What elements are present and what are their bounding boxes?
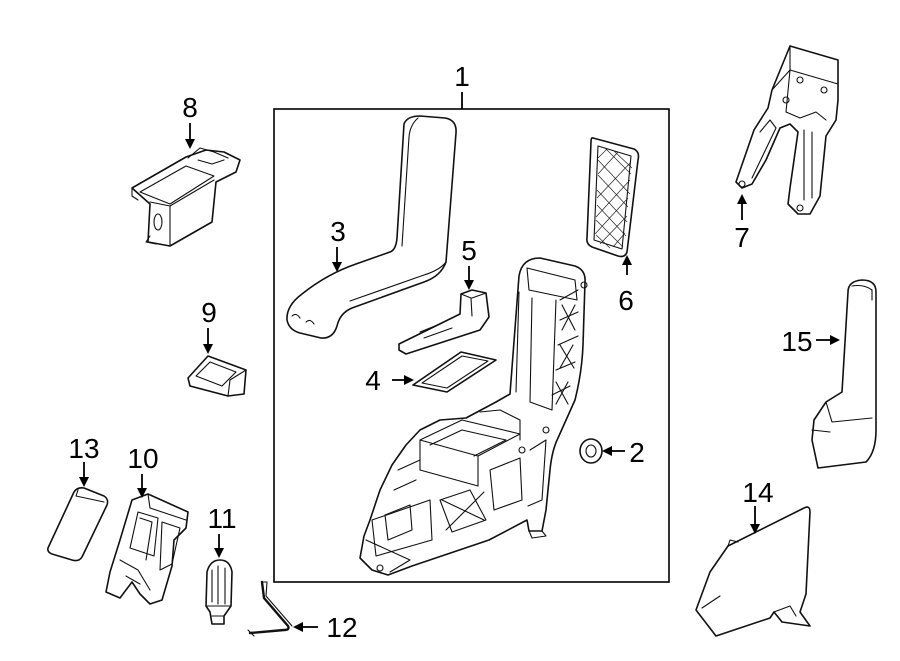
callout-10: 10: [127, 443, 158, 474]
part-cup-holder: [131, 123, 241, 247]
callout-15: 15: [781, 326, 812, 357]
callout-4: 4: [365, 365, 381, 396]
part-bezel: [105, 474, 189, 605]
callout-11: 11: [207, 503, 236, 534]
callout-3: 3: [330, 216, 346, 247]
callout-12: 12: [326, 612, 357, 643]
assembly-frame: [273, 108, 670, 583]
callout-6: 6: [618, 285, 634, 316]
part-release-cable: [247, 580, 318, 637]
part-lower-trim-panel: [695, 506, 811, 637]
callout-13: 13: [68, 433, 99, 464]
part-pad-insert: [47, 462, 109, 562]
part-mounting-bracket: [735, 45, 839, 220]
part-armrest-pad: [392, 351, 497, 393]
part-grommet: [579, 438, 625, 464]
part-small-tray: [187, 328, 247, 397]
callout-7: 7: [734, 222, 750, 253]
part-bracket: [398, 266, 490, 355]
callout-8: 8: [182, 92, 198, 123]
part-side-trim-panel: [811, 279, 877, 469]
part-console-housing: [359, 257, 588, 576]
callout-9: 9: [201, 297, 217, 328]
callout-2: 2: [629, 437, 645, 468]
callout-1: 1: [454, 61, 470, 92]
part-armrest-lid: [286, 115, 457, 339]
callout-5: 5: [461, 235, 477, 266]
part-latch: [205, 534, 233, 625]
part-storage-net: [586, 137, 640, 275]
callout-labels: 1 2 3 4 5 6 7 8 9 10 11 12 13 14 15: [68, 61, 812, 643]
callout-14: 14: [742, 477, 773, 508]
